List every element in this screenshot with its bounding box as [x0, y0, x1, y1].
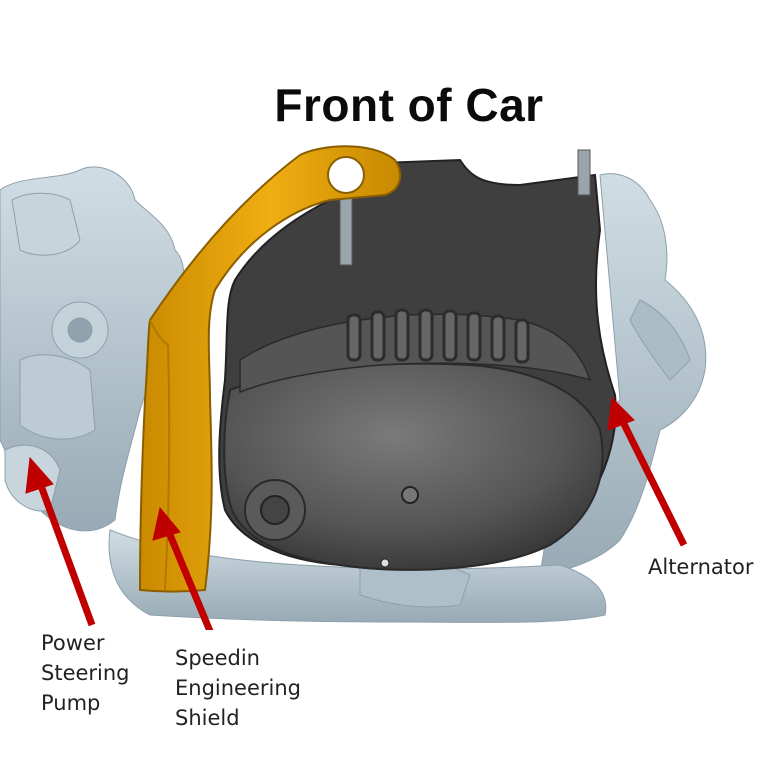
alternator-body	[218, 149, 617, 571]
pump-arrow	[36, 481, 96, 627]
label-power-steering-pump: Power Steering Pump	[41, 631, 130, 715]
page-title: Front of Car	[274, 79, 544, 131]
label-alternator: Alternator	[648, 555, 754, 579]
shield-arrow	[164, 528, 214, 630]
label-speedin-engineering-shield: Speedin Engineering Shield	[175, 646, 301, 730]
engine-render-image	[0, 145, 707, 630]
annotation-arrows	[25, 396, 688, 630]
alternator-arrow	[618, 418, 688, 547]
